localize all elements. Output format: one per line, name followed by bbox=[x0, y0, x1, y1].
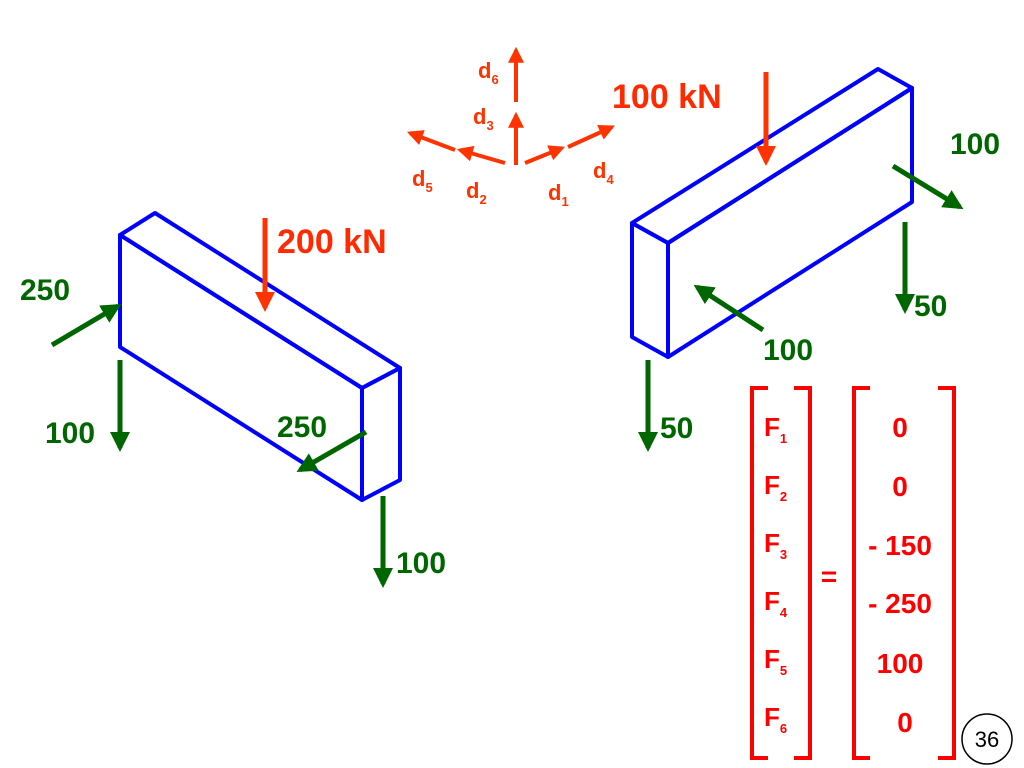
value-bracket-right bbox=[938, 386, 956, 760]
force-value-4: - 250 bbox=[868, 588, 932, 619]
dof-label-d5: d5 bbox=[412, 166, 433, 195]
left-reaction-axial-right-label: 250 bbox=[277, 411, 327, 444]
f3-label: F3 bbox=[764, 528, 787, 562]
right-reaction-axial-left-arrow bbox=[693, 284, 765, 333]
right-reaction-axial-right-arrow bbox=[891, 163, 964, 210]
f5-label: F5 bbox=[764, 644, 787, 678]
left-reaction-axial-right-arrow bbox=[296, 429, 368, 473]
f-bracket-left bbox=[750, 386, 768, 760]
left-reaction-shear-left-label: 100 bbox=[45, 417, 95, 450]
page-number: 36 bbox=[975, 727, 999, 752]
dof-label-d6: d6 bbox=[478, 58, 499, 87]
f-bracket-right bbox=[794, 386, 812, 760]
left-reaction-axial-left-label: 250 bbox=[20, 274, 70, 307]
right-reaction-axial-left-label: 100 bbox=[763, 334, 813, 367]
left-beam-end-face bbox=[360, 366, 402, 502]
force-value-6: 0 bbox=[897, 707, 913, 738]
f6-label: F6 bbox=[764, 702, 787, 736]
right-beam-end-face bbox=[630, 221, 670, 359]
right-beam bbox=[630, 67, 914, 359]
dof-label-d3: d3 bbox=[473, 104, 494, 133]
value-bracket-left bbox=[852, 386, 870, 760]
force-value-3: - 150 bbox=[868, 530, 932, 561]
force-value-5: 100 bbox=[877, 648, 924, 679]
dof-arrow-d5 bbox=[407, 130, 456, 152]
applied-load-label-left: 200 kN bbox=[277, 223, 387, 261]
right-reaction-shear-right-label: 50 bbox=[914, 290, 947, 323]
dof-label-d2: d2 bbox=[466, 178, 487, 207]
applied-load-label-right: 100 kN bbox=[612, 78, 722, 116]
equals-sign: = bbox=[821, 561, 837, 592]
f2-label: F2 bbox=[764, 470, 787, 504]
dof-vectors bbox=[407, 46, 615, 165]
f4-label: F4 bbox=[764, 586, 788, 620]
left-reaction-axial-left-arrow bbox=[50, 303, 122, 348]
dof-label-d1: d1 bbox=[548, 180, 569, 209]
dof-arrow-d4 bbox=[567, 125, 615, 149]
page-number-badge bbox=[961, 713, 1013, 765]
left-reaction-shear-right-label: 100 bbox=[396, 547, 446, 580]
dof-label-d4: d4 bbox=[593, 158, 614, 187]
left-beam-front-face bbox=[118, 233, 364, 502]
dof-arrow-d2 bbox=[456, 145, 506, 165]
force-value-1: 0 bbox=[892, 412, 908, 443]
right-reaction-shear-left-label: 50 bbox=[660, 412, 693, 445]
force-vector-equation: F1 F2 F3 F4 F5 F6 = 0 0 - 150 - 250 100 … bbox=[750, 386, 956, 760]
dof-arrow-d1 bbox=[524, 145, 565, 165]
right-beam-front-face bbox=[666, 86, 914, 359]
force-value-2: 0 bbox=[892, 471, 908, 502]
right-reaction-axial-right-label: 100 bbox=[950, 128, 1000, 161]
f1-label: F1 bbox=[764, 412, 787, 446]
